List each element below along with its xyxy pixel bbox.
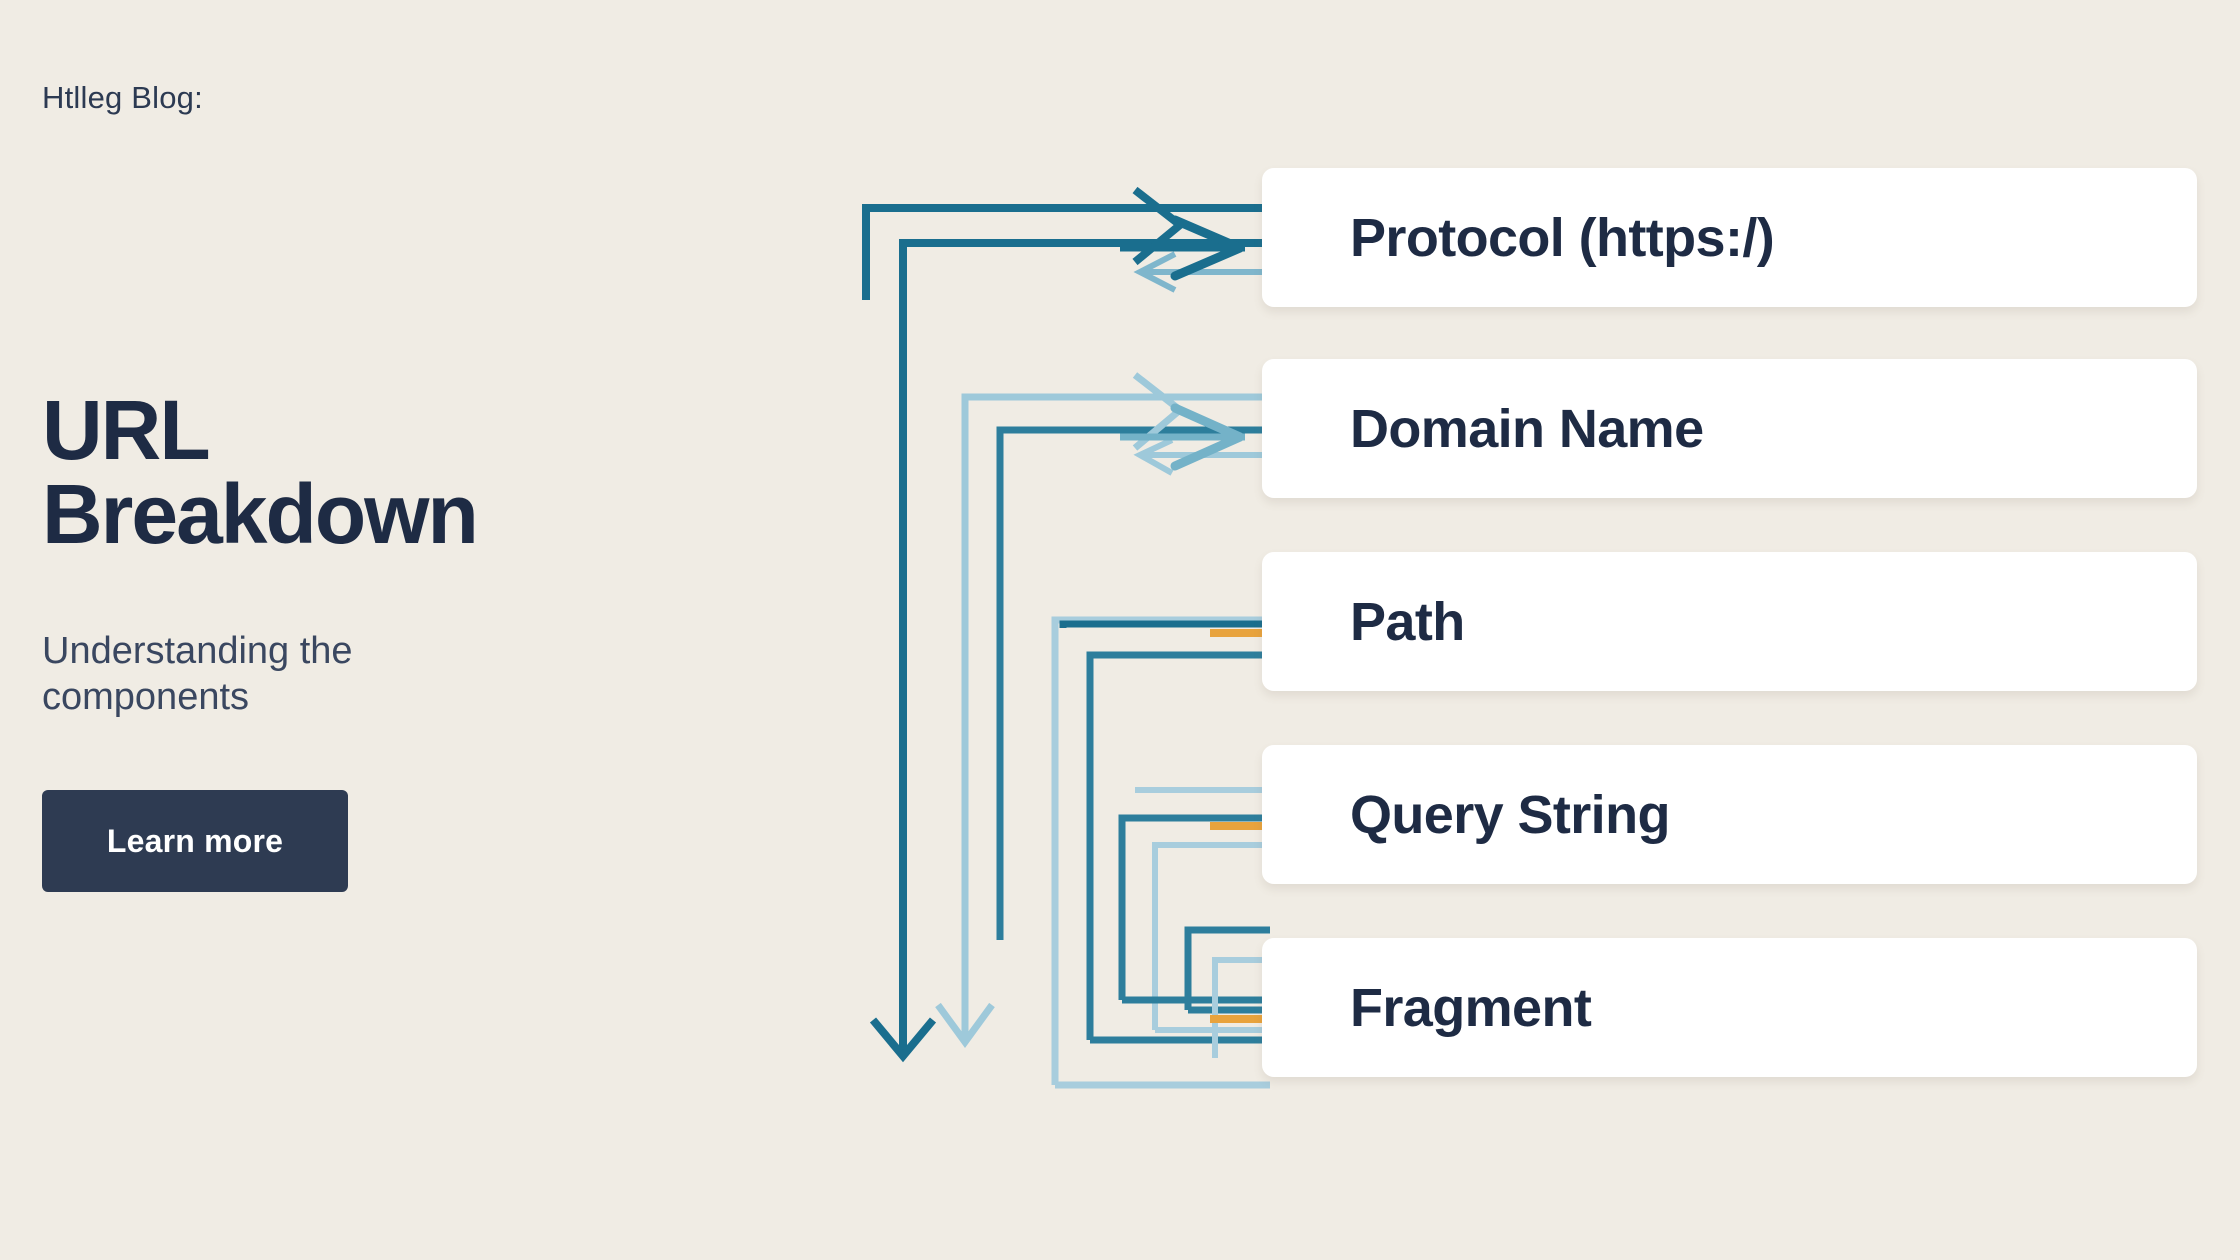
component-card-label: Domain Name	[1350, 398, 1704, 459]
component-card-path[interactable]: Path	[1262, 552, 2197, 691]
component-card-fragment[interactable]: Fragment	[1262, 938, 2197, 1077]
learn-more-label: Learn more	[106, 822, 284, 859]
component-card-domain-name[interactable]: Domain Name	[1262, 359, 2197, 498]
page-subtitle: Understanding the components	[42, 630, 353, 719]
page-title-line1: URL	[42, 383, 211, 477]
component-card-protocol[interactable]: Protocol (https:/)	[1262, 168, 2197, 307]
page-title-line2: Breakdown	[42, 467, 479, 561]
learn-more-button[interactable]: Learn more	[42, 790, 348, 892]
component-card-query-string[interactable]: Query String	[1262, 745, 2197, 884]
page-title: URL Breakdown	[42, 388, 682, 556]
component-card-label: Query String	[1350, 784, 1670, 845]
component-card-label: Protocol (https:/)	[1350, 207, 1775, 268]
brand-label: Htlleg Blog:	[42, 80, 203, 115]
component-card-label: Path	[1350, 591, 1465, 652]
component-card-label: Fragment	[1350, 977, 1592, 1038]
